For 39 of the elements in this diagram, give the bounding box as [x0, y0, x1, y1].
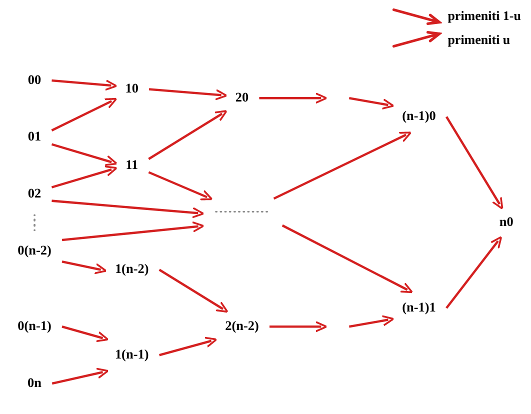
arrow [148, 88, 228, 100]
node-text: 01 [28, 130, 42, 144]
node-text: 02 [28, 186, 42, 202]
node-text: 11 [126, 158, 138, 173]
arrow [158, 268, 228, 313]
arrow [52, 79, 118, 90]
node-text: 0n [28, 376, 42, 390]
arrow [148, 110, 228, 160]
node-text: (n-1)0 [402, 109, 436, 124]
legend-label: primeniti 1-u [448, 8, 521, 24]
arrow [445, 116, 504, 210]
legend-label: primeniti u [448, 32, 510, 48]
arrow [446, 236, 502, 309]
arrow [51, 98, 118, 132]
arrow [62, 222, 204, 242]
node-text: 2(n-2) [225, 319, 259, 334]
arrow [259, 92, 328, 104]
node-text: 0(n-1) [18, 319, 52, 334]
arrow [62, 326, 109, 342]
arrow [52, 368, 109, 385]
node-text: (n-1)1 [402, 300, 436, 315]
node-text: n0 [499, 215, 514, 230]
arrow [159, 336, 218, 356]
node-text: 1(n-2) [114, 262, 149, 277]
node-text: 0(n-2) [18, 244, 52, 258]
node-text: 20 [235, 90, 249, 105]
arrow [348, 96, 394, 110]
arrow [282, 224, 414, 294]
node-text: 10 [125, 82, 138, 96]
node-text: 1(n-1) [114, 348, 149, 362]
arrow [51, 166, 118, 188]
arrow [52, 200, 204, 218]
arrow [348, 315, 394, 328]
arrow [273, 132, 412, 200]
arrow [270, 321, 328, 332]
arrow [51, 143, 118, 166]
node-text: 00 [28, 73, 42, 88]
arrow [148, 171, 213, 200]
arrow [62, 260, 107, 274]
